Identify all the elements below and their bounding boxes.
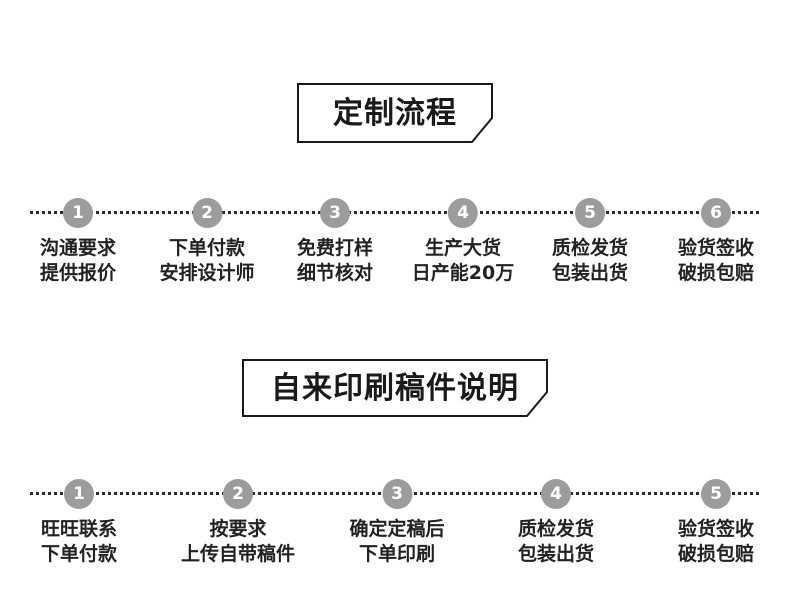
- section-title: 定制流程: [333, 96, 457, 131]
- section-title-box-own-artwork: 自来印刷稿件说明: [242, 359, 548, 417]
- step-label-line1: 下单付款: [168, 237, 246, 259]
- process-step-2: 2 按要求 上传自带稿件: [181, 479, 295, 567]
- banner-outline-shape: [297, 83, 493, 143]
- step-label-line1: 验货签收: [677, 237, 755, 259]
- step-number-badge: 5: [574, 198, 605, 228]
- process-step-3: 3 免费打样 细节核对: [297, 198, 373, 286]
- step-number-badge: 5: [700, 479, 731, 509]
- step-label-line2: 下单付款: [40, 543, 118, 565]
- step-label-line1: 沟通要求: [39, 237, 117, 259]
- process-step-5: 5 验货签收 破损包赔: [678, 479, 754, 567]
- step-label-line2: 日产能20万: [411, 262, 515, 284]
- step-number-badge: 1: [62, 198, 93, 228]
- step-label-line2: 细节核对: [296, 262, 374, 284]
- step-number-badge: 4: [540, 479, 571, 509]
- process-step-2: 2 下单付款 安排设计师: [159, 198, 255, 286]
- step-label-line1: 免费打样: [296, 237, 374, 259]
- step-label-line2: 提供报价: [39, 262, 117, 284]
- dotted-timeline: [30, 211, 762, 214]
- step-number-badge: 6: [700, 198, 731, 228]
- step-number-badge: 4: [447, 198, 478, 228]
- step-label-line2: 包装出货: [517, 543, 595, 565]
- process-step-4: 4 生产大货 日产能20万: [412, 198, 514, 286]
- step-number-badge: 3: [381, 479, 412, 509]
- step-number-badge: 2: [222, 479, 253, 509]
- step-label-line2: 安排设计师: [159, 262, 255, 284]
- step-label-line2: 包装出货: [551, 262, 629, 284]
- process-flow-custom: 1 沟通要求 提供报价 2 下单付款 安排设计师 3 免费打样 细节核对 4 生…: [0, 198, 790, 290]
- section-title: 自来印刷稿件说明: [271, 371, 519, 406]
- process-step-1: 1 旺旺联系 下单付款: [41, 479, 117, 567]
- step-label-line1: 验货签收: [677, 518, 755, 540]
- step-label-line1: 质检发货: [551, 237, 629, 259]
- step-label-line1: 确定定稿后: [349, 518, 445, 540]
- step-label-line2: 下单印刷: [358, 543, 436, 565]
- process-step-5: 5 质检发货 包装出货: [552, 198, 628, 286]
- process-step-1: 1 沟通要求 提供报价: [40, 198, 116, 286]
- process-flow-own-artwork: 1 旺旺联系 下单付款 2 按要求 上传自带稿件 3 确定定稿后 下单印刷 4 …: [0, 479, 790, 571]
- process-step-4: 4 质检发货 包装出货: [518, 479, 594, 567]
- step-number-badge: 2: [191, 198, 222, 228]
- banner-outline-shape: [242, 359, 548, 417]
- step-label-line1: 生产大货: [424, 237, 502, 259]
- section-title-box-custom-process: 定制流程: [297, 83, 493, 143]
- step-label-line1: 质检发货: [517, 518, 595, 540]
- step-number-badge: 1: [63, 479, 94, 509]
- step-label-line2: 破损包赔: [677, 262, 755, 284]
- process-step-6: 6 验货签收 破损包赔: [678, 198, 754, 286]
- process-step-3: 3 确定定稿后 下单印刷: [349, 479, 445, 567]
- step-label-line2: 破损包赔: [677, 543, 755, 565]
- step-label-line1: 旺旺联系: [40, 518, 118, 540]
- step-number-badge: 3: [319, 198, 350, 228]
- step-label-line2: 上传自带稿件: [180, 543, 296, 565]
- step-label-line1: 按要求: [209, 518, 267, 540]
